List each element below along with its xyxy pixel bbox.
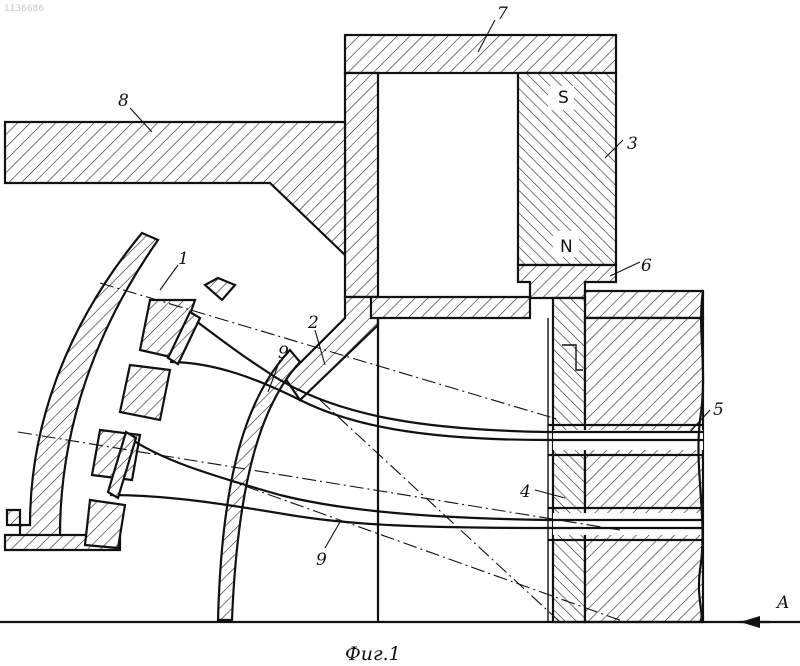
- label-part-1: 1: [178, 249, 189, 269]
- view-arrow-a: [740, 616, 800, 628]
- label-part-7: 7: [497, 4, 508, 24]
- watermark-text: 1136686: [4, 4, 44, 14]
- label-part-8: 8: [118, 91, 129, 111]
- label-pole-s: S: [558, 88, 569, 108]
- label-view-a: A: [775, 593, 789, 613]
- label-part-6: 6: [641, 256, 652, 276]
- cover-plate-7: [345, 35, 616, 73]
- label-part-9-upper: 9: [278, 343, 289, 363]
- central-core: [548, 298, 703, 622]
- label-part-5: 5: [713, 400, 724, 420]
- figure-caption: Фиг.1: [345, 643, 401, 665]
- housing-arm-8: [5, 122, 345, 255]
- label-part-2: 2: [307, 313, 319, 333]
- inner-arc-ring-2: [218, 350, 300, 620]
- label-part-3: 3: [627, 134, 638, 154]
- label-part-4: 4: [519, 482, 531, 502]
- label-part-9-lower: 9: [316, 550, 327, 570]
- label-pole-n: N: [560, 237, 573, 257]
